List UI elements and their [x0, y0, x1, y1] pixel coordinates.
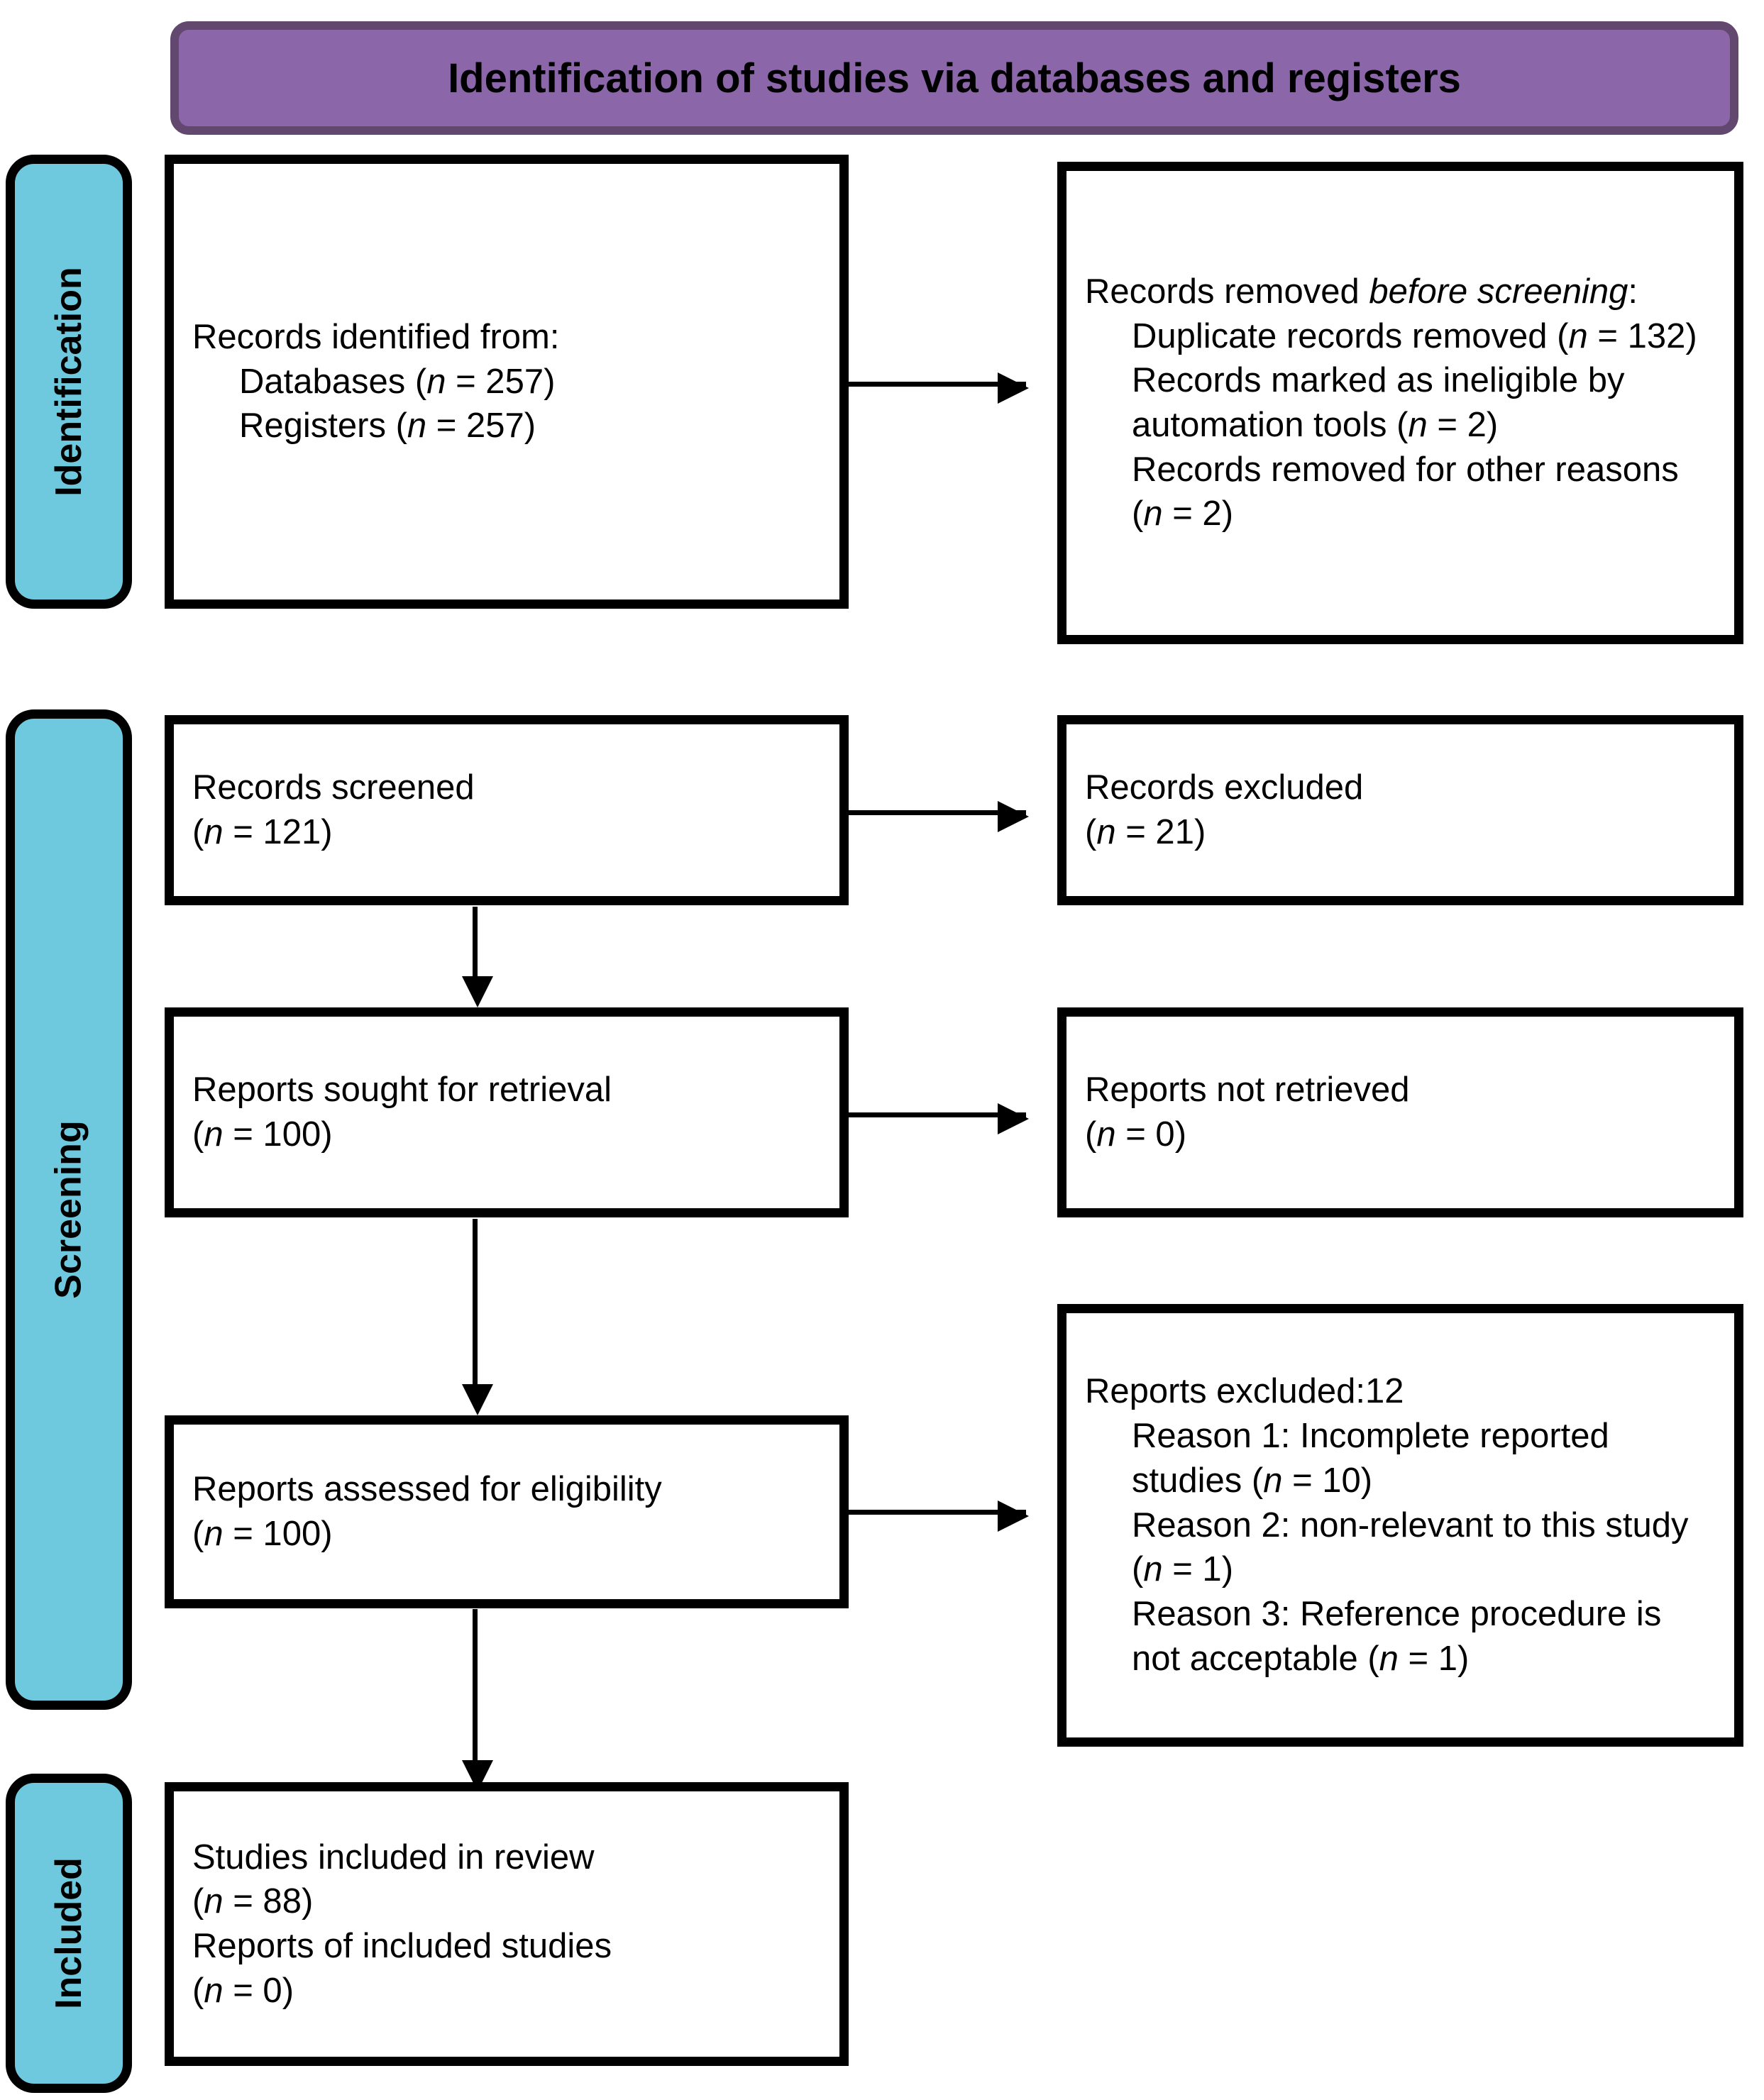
- stage-label-screening: Screening: [6, 709, 132, 1710]
- reports-assessed-line1: Reports assessed for eligibility: [192, 1470, 662, 1509]
- arrow-identified-to-removed: [849, 372, 1029, 404]
- arrow-sought-to-assessed: [462, 1219, 493, 1415]
- stage-label-identification-text: Identification: [48, 267, 89, 497]
- studies-included-count: (n = 88): [192, 1882, 314, 1921]
- arrow-screened-to-excluded: [849, 801, 1029, 832]
- records-identified-line1: Records identified from:: [192, 317, 560, 356]
- box-reports-excluded-text: Reports excluded:12 Reason 1: Incomplete…: [1085, 1369, 1716, 1681]
- box-records-removed: Records removed before screening: Duplic…: [1057, 162, 1743, 644]
- arrow-assessed-to-included: [462, 1609, 493, 1791]
- reports-not-retrieved-line1: Reports not retrieved: [1085, 1071, 1410, 1110]
- studies-included-line1: Studies included in review: [192, 1838, 595, 1877]
- records-removed-other: Records removed for other reasons (n = 2…: [1132, 450, 1679, 534]
- records-screened-line1: Records screened: [192, 768, 475, 807]
- box-records-identified: Records identified from: Databases (n = …: [165, 155, 849, 609]
- box-reports-not-retrieved-text: Reports not retrieved (n = 0): [1085, 1068, 1716, 1156]
- records-excluded-line1: Records excluded: [1085, 768, 1364, 807]
- records-identified-registers: Registers (n = 257): [239, 407, 536, 446]
- stage-label-screening-text: Screening: [48, 1120, 90, 1299]
- reports-assessed-count: (n = 100): [192, 1515, 333, 1553]
- studies-included-reports-line: Reports of included studies: [192, 1927, 612, 1965]
- reports-not-retrieved-count: (n = 0): [1085, 1115, 1187, 1154]
- stage-label-included: Included: [6, 1774, 132, 2093]
- reports-excluded-reason-2: Reason 2: non-relevant to this study (n …: [1132, 1505, 1689, 1589]
- arrow-assessed-to-reports-excluded: [849, 1501, 1029, 1532]
- stage-label-included-text: Included: [48, 1857, 90, 2009]
- box-reports-excluded: Reports excluded:12 Reason 1: Incomplete…: [1057, 1304, 1743, 1747]
- box-studies-included: Studies included in review (n = 88) Repo…: [165, 1782, 849, 2066]
- records-removed-heading: Records removed before screening:: [1085, 272, 1638, 311]
- box-reports-sought-text: Reports sought for retrieval (n = 100): [192, 1068, 821, 1156]
- box-records-screened: Records screened (n = 121): [165, 715, 849, 905]
- records-removed-ineligible: Records marked as ineligible by automati…: [1132, 361, 1625, 444]
- reports-sought-count: (n = 100): [192, 1115, 333, 1154]
- box-records-screened-text: Records screened (n = 121): [192, 766, 821, 854]
- box-reports-assessed-text: Reports assessed for eligibility (n = 10…: [192, 1467, 821, 1556]
- reports-excluded-reason-1: Reason 1: Incomplete reported studies (n…: [1132, 1417, 1609, 1500]
- diagram-title: Identification of studies via databases …: [448, 55, 1461, 101]
- box-records-excluded-text: Records excluded (n = 21): [1085, 766, 1716, 854]
- box-records-identified-text: Records identified from: Databases (n = …: [192, 315, 821, 448]
- reports-sought-line1: Reports sought for retrieval: [192, 1071, 612, 1110]
- box-reports-sought: Reports sought for retrieval (n = 100): [165, 1007, 849, 1217]
- box-records-removed-text: Records removed before screening: Duplic…: [1085, 270, 1716, 536]
- box-records-excluded: Records excluded (n = 21): [1057, 715, 1743, 905]
- records-removed-duplicates: Duplicate records removed (n = 132): [1132, 316, 1697, 355]
- records-excluded-count: (n = 21): [1085, 813, 1206, 851]
- arrow-screened-to-sought: [462, 907, 493, 1007]
- diagram-header-banner: Identification of studies via databases …: [170, 21, 1738, 135]
- records-screened-count: (n = 121): [192, 813, 333, 851]
- studies-included-reports-count: (n = 0): [192, 1971, 294, 2010]
- reports-excluded-reason-3: Reason 3: Reference procedure is not acc…: [1132, 1595, 1662, 1678]
- box-studies-included-text: Studies included in review (n = 88) Repo…: [192, 1835, 821, 2013]
- stage-label-identification: Identification: [6, 155, 132, 609]
- records-identified-databases: Databases (n = 257): [239, 362, 556, 401]
- box-reports-assessed: Reports assessed for eligibility (n = 10…: [165, 1415, 849, 1608]
- reports-excluded-heading: Reports excluded:12: [1085, 1372, 1404, 1411]
- box-reports-not-retrieved: Reports not retrieved (n = 0): [1057, 1007, 1743, 1217]
- arrow-sought-to-not-retrieved: [849, 1103, 1029, 1134]
